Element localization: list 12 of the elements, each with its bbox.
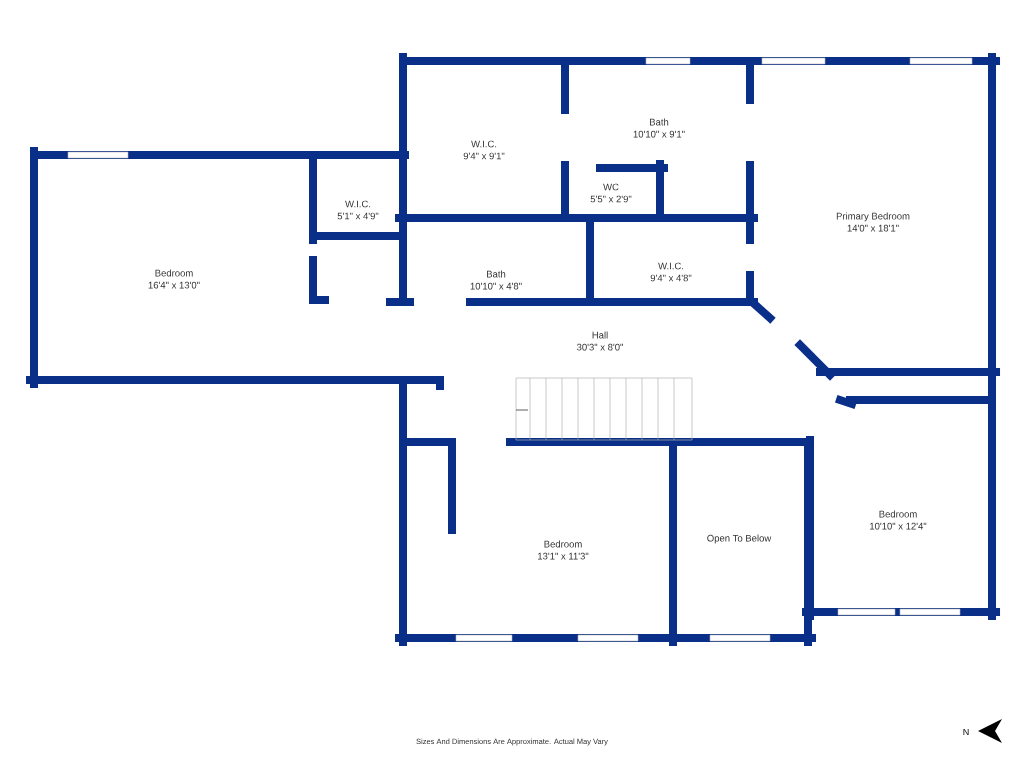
room-label: Open To Below [707,534,772,544]
room-label: W.I.C. 5'1" x 4'9" [337,200,379,220]
room-label: W.I.C. 9'4" x 9'1" [463,140,505,160]
room-label: Bedroom 13'1" x 11'3" [538,540,589,560]
room-label: Bath 10'10" x 4'8" [470,270,522,290]
room-label: W.I.C. 9'4" x 4'8" [650,262,692,282]
room-label: WC 5'5" x 2'9" [590,183,632,203]
room-label: Hall 30'3" x 8'0" [576,331,623,351]
room-label: Bedroom 16'4" x 13'0" [148,269,200,289]
room-label: Bath 10'10" x 9'1" [633,118,685,138]
room-label: Bedroom 10'10" x 12'4" [870,510,927,530]
room-label: Primary Bedroom 14'0" x 18'1" [836,212,910,232]
